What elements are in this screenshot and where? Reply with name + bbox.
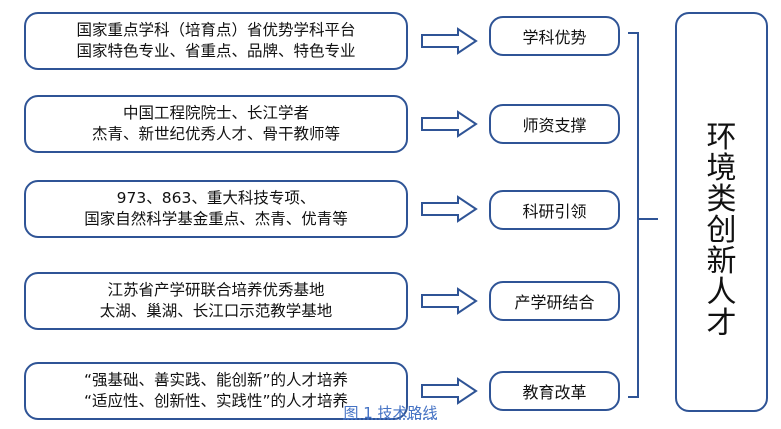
label-text: 产学研结合 xyxy=(514,293,595,312)
hollow-arrow-icon xyxy=(421,27,478,55)
target-char: 环 xyxy=(706,120,737,155)
hollow-arrow-icon xyxy=(421,377,478,405)
left-box-research: 973、863、重大科技专项、 国家自然科学基金重点、杰青、优青等 xyxy=(24,180,408,238)
hollow-arrow-icon xyxy=(421,110,478,138)
target-char: 新 xyxy=(706,244,737,279)
left-box-education: “强基础、善实践、能创新”的人才培养 “适应性、创新性、实践性”的人才培养 xyxy=(24,362,408,420)
hollow-arrow-icon xyxy=(421,287,478,315)
label-box-discipline: 学科优势 xyxy=(489,16,620,56)
target-char: 人 xyxy=(706,275,737,310)
label-text: 科研引领 xyxy=(522,202,587,221)
left-box-line: 国家重点学科（培育点）省优势学科平台 xyxy=(76,21,356,39)
left-box-line: 杰青、新世纪优秀人才、骨干教师等 xyxy=(91,125,340,143)
left-box-industry: 江苏省产学研联合培养优秀基地 太湖、巢湖、长江口示范教学基地 xyxy=(24,272,408,330)
target-char: 才 xyxy=(706,306,737,341)
target-box: 环 境 类 创 新 人 才 xyxy=(675,12,768,412)
label-text: 学科优势 xyxy=(522,28,587,47)
left-box-line: 973、863、重大科技专项、 xyxy=(116,189,316,207)
label-box-industry: 产学研结合 xyxy=(489,281,620,321)
left-box-line: 国家自然科学基金重点、杰青、优青等 xyxy=(84,210,348,228)
left-box-line: 江苏省产学研联合培养优秀基地 xyxy=(107,281,325,299)
left-box-line: “强基础、善实践、能创新”的人才培养 xyxy=(83,371,349,389)
target-text: 环 境 类 创 新 人 才 xyxy=(677,122,766,339)
label-box-research: 科研引领 xyxy=(489,190,620,230)
left-box-line: 中国工程院院士、长江学者 xyxy=(122,104,309,122)
label-text: 师资支撑 xyxy=(522,116,587,135)
target-char: 创 xyxy=(706,213,737,248)
label-text: 教育改革 xyxy=(522,383,587,402)
left-box-line: “适应性、创新性、实践性”的人才培养 xyxy=(83,392,349,410)
left-box-discipline: 国家重点学科（培育点）省优势学科平台 国家特色专业、省重点、品牌、特色专业 xyxy=(24,12,408,70)
left-box-faculty: 中国工程院院士、长江学者 杰青、新世纪优秀人才、骨干教师等 xyxy=(24,95,408,153)
label-box-faculty: 师资支撑 xyxy=(489,104,620,144)
left-box-line: 国家特色专业、省重点、品牌、特色专业 xyxy=(76,42,356,60)
label-box-education: 教育改革 xyxy=(489,371,620,411)
hollow-arrow-icon xyxy=(421,195,478,223)
target-char: 类 xyxy=(706,182,737,217)
right-bracket xyxy=(628,32,639,398)
left-box-line: 太湖、巢湖、长江口示范教学基地 xyxy=(99,302,333,320)
target-char: 境 xyxy=(706,151,737,186)
